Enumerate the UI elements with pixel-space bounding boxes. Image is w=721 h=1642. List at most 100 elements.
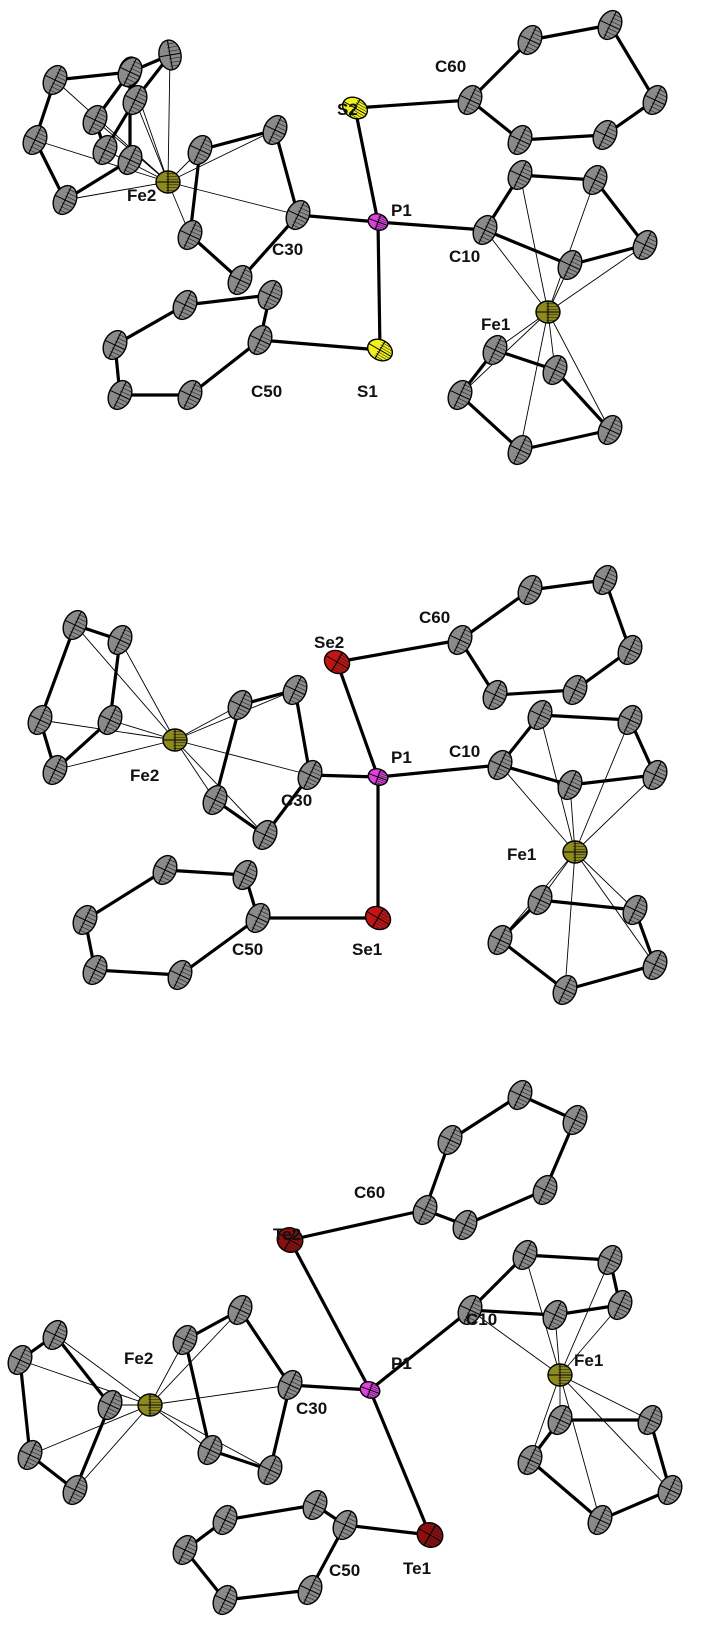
fe-cp-contact xyxy=(559,1374,651,1421)
ring-bond xyxy=(493,688,577,697)
ring-bond xyxy=(53,70,132,82)
carbon-atom xyxy=(632,229,658,261)
label-te2: Te2 xyxy=(273,1225,301,1244)
carbon-atom xyxy=(232,859,258,891)
fe-cp-contact xyxy=(54,739,176,771)
tellurium-atom xyxy=(276,1227,304,1253)
label-s2: S2 xyxy=(337,100,358,119)
carbon-atom xyxy=(102,329,128,361)
carbon-atom xyxy=(187,134,213,166)
carbon-atom xyxy=(447,624,473,656)
phosphorus-atom xyxy=(367,768,389,786)
bond xyxy=(353,98,472,110)
ring-bond xyxy=(178,916,260,977)
carbon-atom xyxy=(172,289,198,321)
carbon-atom xyxy=(177,379,203,411)
fe-cp-contact xyxy=(564,851,576,991)
bond xyxy=(335,638,462,664)
carbon-atom xyxy=(512,1239,538,1271)
fe-cp-contact xyxy=(54,79,169,183)
label-p1: P1 xyxy=(391,201,412,220)
fe-cp-contact xyxy=(64,181,169,201)
ring-bond xyxy=(188,338,262,397)
label-c50: C50 xyxy=(329,1561,360,1580)
carbon-atom xyxy=(42,64,68,96)
ring-bond xyxy=(528,578,607,592)
fe-cp-contact xyxy=(574,851,636,911)
ring-bond xyxy=(498,763,572,787)
carbon-atom xyxy=(452,1209,478,1241)
fe-cp-contact xyxy=(469,1309,561,1376)
carbon-atom xyxy=(42,754,68,786)
label-c10: C10 xyxy=(466,1310,497,1329)
carbon-atom xyxy=(22,124,48,156)
fe-cp-contact xyxy=(119,639,176,741)
carbon-atom xyxy=(277,1369,303,1401)
carbon-atom xyxy=(447,379,473,411)
carbon-atom xyxy=(547,1404,573,1436)
carbon-atom xyxy=(517,1444,543,1476)
sulfur-atom xyxy=(366,338,394,362)
fe-cp-contact xyxy=(547,311,611,431)
ring-bond xyxy=(163,868,247,877)
iron-atom xyxy=(547,1363,573,1387)
ring-bond xyxy=(563,963,657,992)
carbon-atom xyxy=(227,689,253,721)
ring-bond xyxy=(223,1588,312,1602)
label-c60: C60 xyxy=(419,608,450,627)
ring-bond xyxy=(528,23,612,42)
label-c30: C30 xyxy=(296,1399,327,1418)
carbon-atom xyxy=(92,134,118,166)
fe-cp-contact xyxy=(174,739,311,776)
fe-cp-contact xyxy=(547,179,596,313)
ring-bond xyxy=(293,688,312,777)
fe-cp-contact xyxy=(19,1359,151,1406)
ring-bond xyxy=(518,133,607,142)
fe-cp-contact xyxy=(559,1374,601,1521)
bond xyxy=(258,338,382,352)
tellurium-atom xyxy=(416,1522,444,1548)
carbon-atom xyxy=(117,144,143,176)
carbon-atom xyxy=(642,84,668,116)
carbon-atom xyxy=(657,1474,683,1506)
carbon-atom xyxy=(252,819,278,851)
fe-cp-contact xyxy=(559,1374,671,1491)
carbon-atom xyxy=(42,1319,68,1351)
carbon-atom xyxy=(82,954,108,986)
fe-cp-contact xyxy=(559,1304,621,1376)
fe-cp-contact xyxy=(29,1404,151,1456)
carbon-atom xyxy=(552,974,578,1006)
carbon-atom xyxy=(72,904,98,936)
carbon-atom xyxy=(412,1194,438,1226)
fe-cp-contact xyxy=(149,1309,241,1406)
carbon-atom xyxy=(622,894,648,926)
fe-cp-contact xyxy=(134,99,169,183)
carbon-atom xyxy=(107,624,133,656)
fe-cp-contact xyxy=(149,1384,291,1406)
carbon-atom xyxy=(472,214,498,246)
carbon-atom xyxy=(97,704,123,736)
ring-bond xyxy=(213,703,242,802)
carbon-atom xyxy=(557,249,583,281)
carbon-atom xyxy=(507,159,533,191)
carbon-atom xyxy=(7,1344,33,1376)
bond xyxy=(368,1388,432,1537)
carbon-atom xyxy=(332,1509,358,1541)
carbon-atom xyxy=(617,634,643,666)
ring-bond xyxy=(183,1338,212,1452)
carbon-atom xyxy=(202,784,228,816)
bond xyxy=(376,763,502,779)
fe-cp-contact xyxy=(519,174,549,313)
ring-bond xyxy=(93,968,182,977)
carbon-atom xyxy=(17,1439,43,1471)
carbon-atom xyxy=(62,609,88,641)
carbon-atom xyxy=(107,379,133,411)
carbon-atom xyxy=(642,949,668,981)
label-fe1: Fe1 xyxy=(574,1351,603,1370)
ring-bond xyxy=(518,428,612,452)
carbon-atom xyxy=(642,759,668,791)
label-se2: Se2 xyxy=(314,633,344,652)
bond xyxy=(368,1308,472,1392)
label-te1: Te1 xyxy=(403,1559,431,1578)
carbon-atom xyxy=(97,1389,123,1421)
